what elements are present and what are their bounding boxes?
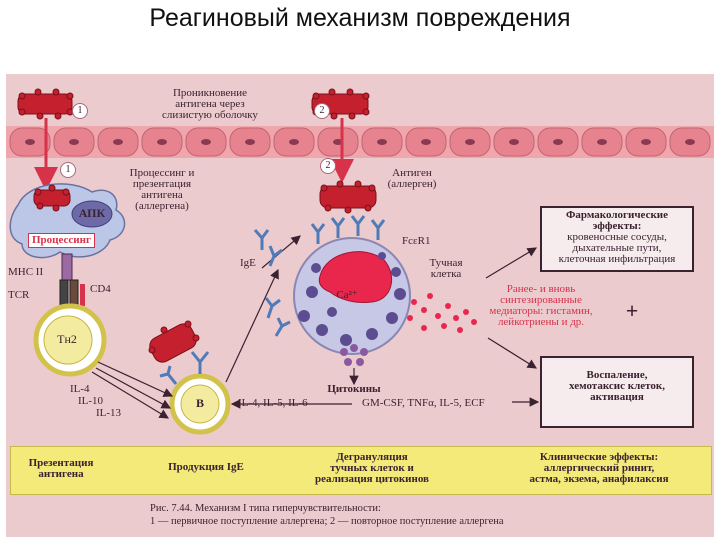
mhc-tcr-complex [59, 253, 85, 309]
tcr-label: TCR [8, 289, 30, 301]
cytokines-label: Цитокины [327, 383, 381, 395]
flow-clinical: Клинические эффекты:аллергический ринит,… [529, 451, 669, 485]
summary-flow-bar [10, 446, 712, 495]
mediator-dots [407, 293, 477, 333]
mucosa-membrane [6, 126, 714, 158]
th2-to-b-arrow-3 [91, 371, 170, 419]
ige-label: IgE [240, 257, 256, 269]
il-left-labels: IL-4 IL-10 IL-13 [70, 383, 122, 419]
calcium-label: Ca²⁺ [336, 289, 358, 301]
th2-label: Tн2 [57, 332, 77, 346]
cd4-label: CD4 [90, 283, 111, 295]
antigen-label: Антиген(аллерген) [387, 167, 437, 190]
th2-to-b-arrow-2 [95, 367, 172, 409]
b-cell-antibodies [159, 351, 210, 385]
inflammation-box: Воспаление,хемотаксис клеток,активация [540, 356, 694, 428]
cytokine-granules [340, 344, 368, 366]
flow-production: Продукция IgE [168, 461, 244, 473]
figure-caption-line-2: 1 — первичное поступление аллергена; 2 —… [150, 516, 504, 527]
th2-to-b-arrow-1 [97, 361, 174, 397]
mast-surface-receptors [310, 215, 386, 244]
apk-label: АПК [78, 206, 106, 220]
figure-caption-line-1: Рис. 7.44. Механизм I типа гиперчувствит… [150, 503, 381, 514]
b-to-ige-arrow [225, 268, 279, 383]
th2-cell [33, 303, 107, 377]
bound-allergen [319, 180, 377, 214]
cytokine-list-label: GM-CSF, TNFα, IL-5, ECF [362, 397, 485, 409]
step-marker-1-top: 1 [72, 103, 88, 119]
b-cell-allergen [148, 320, 200, 363]
plus-sign: + [625, 298, 639, 323]
apc-allergen [33, 184, 71, 212]
step-marker-2-top: 2 [314, 103, 330, 119]
mediators-to-inflammation-arrow [487, 337, 538, 369]
step-marker-2-bottom: 2 [320, 158, 336, 174]
mhc-label: MHC II [8, 266, 44, 278]
il-right-label: IL-4, IL-5, IL-6 [238, 397, 308, 409]
allergen-1 [17, 88, 74, 120]
mediators-to-pharma-arrow [485, 247, 538, 279]
b-cell-label: B [195, 396, 204, 410]
fce-label: FcεR1 [402, 235, 431, 247]
processing-badge: Процессинг [28, 233, 95, 248]
b-cell [169, 373, 231, 435]
step-marker-1-bottom: 1 [60, 162, 76, 178]
mast-granules [298, 252, 406, 346]
free-ige [253, 229, 291, 337]
page-title: Реагиновый механизм повреждения [149, 4, 571, 32]
